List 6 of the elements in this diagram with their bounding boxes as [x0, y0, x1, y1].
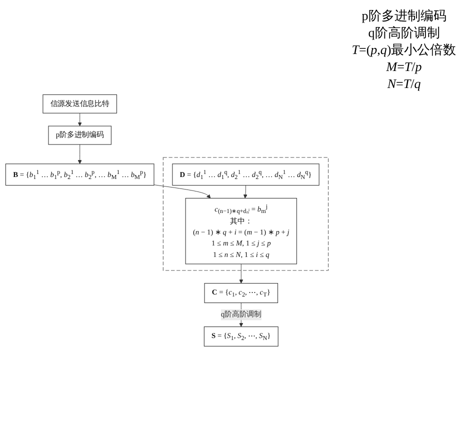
- note-text: T=(p,q)最小公倍数: [350, 42, 458, 59]
- note-text: q阶高阶调制: [367, 24, 441, 42]
- note-text: N=T/q: [386, 76, 422, 92]
- note-text: p阶多进制编码: [360, 8, 448, 25]
- cluster: [162, 156, 329, 270]
- note-text: M=T/p: [385, 58, 423, 76]
